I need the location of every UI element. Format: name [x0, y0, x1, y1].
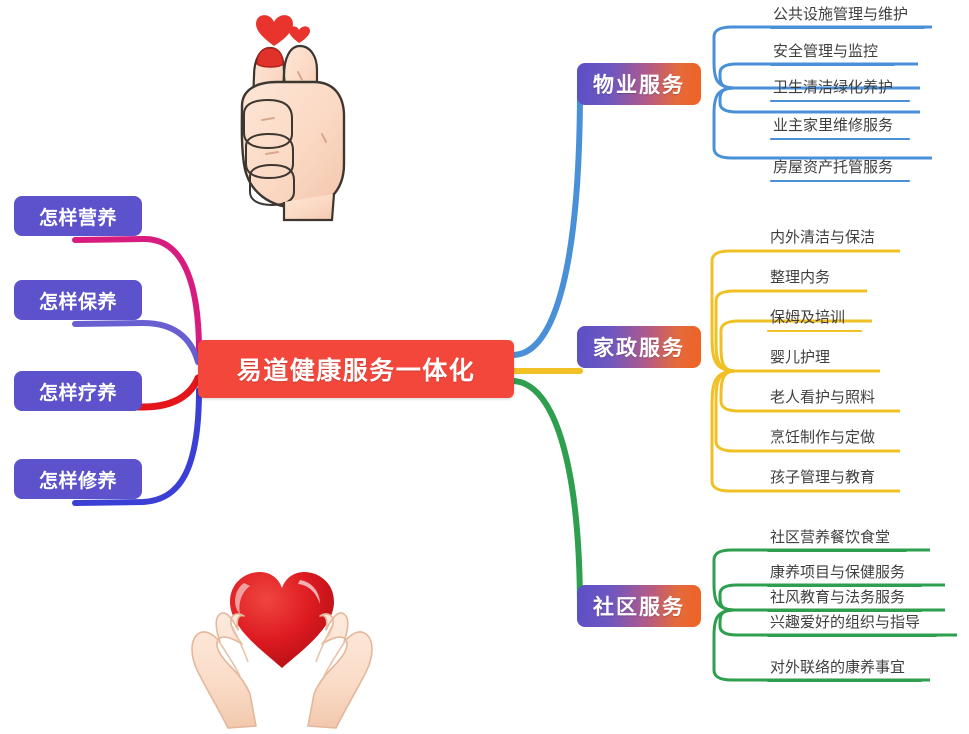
hands-holding-heart-illustration [191, 572, 373, 729]
leaf-item[interactable]: 内外清洁与保洁 [767, 228, 893, 252]
leaf-label: 业主家里维修服务 [773, 116, 894, 134]
leaf-item[interactable]: 康养项目与保健服务 [767, 563, 923, 587]
finger-heart-hand-illustration [240, 15, 346, 222]
leaf-underline [767, 410, 893, 412]
leaf-underline [767, 490, 893, 492]
leaf-label: 卫生清洁绿化养护 [773, 78, 894, 96]
branch-label-text: 家政服务 [593, 336, 685, 360]
leaf-label: 兴趣爱好的组织与指导 [770, 613, 921, 631]
leaf-item[interactable]: 业主家里维修服务 [770, 116, 911, 140]
branch-label-community[interactable]: 社区服务 [577, 585, 701, 627]
leaf-underline [767, 290, 848, 292]
left-node-label: 怎样营养 [38, 206, 117, 229]
leaf-item[interactable]: 兴趣爱好的组织与指导 [767, 613, 938, 637]
leaf-label: 对外联络的康养事宜 [770, 658, 906, 676]
leaf-item[interactable]: 公共设施管理与维护 [770, 5, 926, 29]
heart-icon [230, 572, 334, 668]
leaf-underline [767, 250, 893, 252]
leaf-item[interactable]: 社风教育与法务服务 [767, 588, 923, 612]
leaf-label: 安全管理与监控 [773, 42, 879, 60]
leaf-underline [767, 610, 923, 612]
leaf-underline [767, 585, 923, 587]
leaf-item[interactable]: 对外联络的康养事宜 [767, 658, 923, 682]
branch-label-housekeeping[interactable]: 家政服务 [577, 326, 701, 368]
left-node-therapy[interactable]: 怎样疗养 [14, 371, 142, 411]
leaf-label: 社区营养餐饮食堂 [770, 528, 891, 546]
leaf-label: 保姆及培训 [770, 308, 846, 326]
leaf-underline [767, 370, 848, 372]
leaf-underline [767, 635, 938, 637]
leaf-label: 社风教育与法务服务 [770, 588, 906, 606]
leaf-underline [770, 27, 926, 29]
leaf-item[interactable]: 婴儿护理 [767, 348, 848, 372]
leaf-underline [770, 180, 911, 182]
leaf-label: 整理内务 [770, 268, 831, 286]
nail-icon [256, 47, 284, 68]
leaf-label: 老人看护与照料 [770, 388, 876, 406]
leaf-item[interactable]: 卫生清洁绿化养护 [770, 78, 911, 102]
leaf-underline [767, 450, 893, 452]
central-node[interactable]: 易道健康服务一体化 [198, 340, 514, 398]
central-node-label: 易道健康服务一体化 [236, 356, 476, 385]
leaf-item[interactable]: 社区营养餐饮食堂 [767, 528, 908, 552]
leaf-underline [767, 550, 908, 552]
leaf-item[interactable]: 房屋资产托管服务 [770, 158, 911, 182]
leaf-label: 烹饪制作与定做 [770, 428, 876, 446]
branch-label-property[interactable]: 物业服务 [577, 63, 701, 105]
leaf-item[interactable]: 老人看护与照料 [767, 388, 893, 412]
leaf-item[interactable]: 安全管理与监控 [770, 42, 896, 66]
leaf-label: 公共设施管理与维护 [773, 5, 909, 23]
left-node-label: 怎样修养 [38, 469, 117, 492]
leaf-item[interactable]: 烹饪制作与定做 [767, 428, 893, 452]
left-node-cultivation[interactable]: 怎样修养 [14, 459, 142, 499]
leaf-underline [770, 64, 896, 66]
branch-label-text: 物业服务 [593, 73, 685, 97]
heart-icon [256, 15, 293, 47]
left-node-label: 怎样疗养 [38, 381, 117, 404]
leaf-item[interactable]: 整理内务 [767, 268, 848, 292]
leaf-underline [770, 100, 911, 102]
branch-label-text: 社区服务 [593, 595, 685, 619]
leaf-label: 内外清洁与保洁 [770, 228, 876, 246]
small-heart-icon [289, 26, 310, 43]
leaf-item[interactable]: 保姆及培训 [767, 308, 863, 332]
leaf-underline [767, 330, 863, 332]
leaf-label: 婴儿护理 [770, 348, 831, 366]
left-node-maintenance[interactable]: 怎样保养 [14, 280, 142, 320]
leaf-label: 孩子管理与教育 [770, 468, 876, 486]
left-node-label: 怎样保养 [38, 290, 117, 313]
left-node-nutrition[interactable]: 怎样营养 [14, 196, 142, 236]
leaf-underline [767, 680, 923, 682]
leaf-item[interactable]: 孩子管理与教育 [767, 468, 893, 492]
leaf-label: 房屋资产托管服务 [773, 158, 894, 176]
leaf-underline [770, 138, 911, 140]
leaf-label: 康养项目与保健服务 [770, 563, 906, 581]
